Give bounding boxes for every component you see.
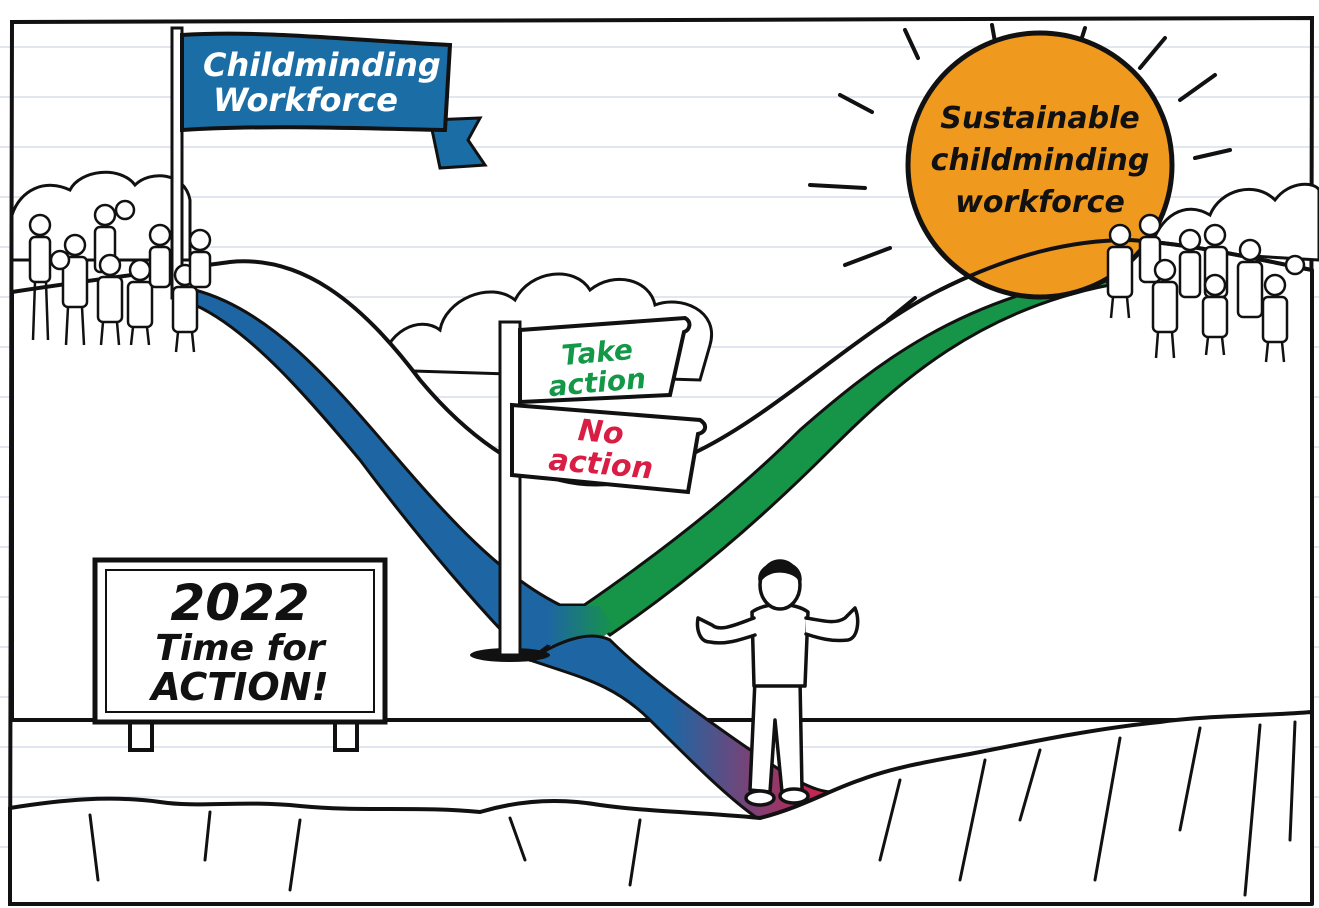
person-torso [750,602,810,688]
crowd-left [28,199,212,353]
flag: Childminding Workforce [170,26,488,300]
billboard-line3: ACTION! [148,665,329,709]
sun-label-line3: workforce [955,185,1125,220]
billboard-year: 2022 [170,574,309,632]
flag-label-line2: Workforce [213,81,398,119]
signpost-pole [498,320,522,657]
billboard-line2: Time for [155,628,327,669]
flag-label-line1: Childminding [203,46,441,84]
signpost: Take action No action [470,315,707,662]
cliff [8,710,1314,906]
person-shoe-right [778,787,810,805]
person-shoe-left [744,789,776,807]
take-action-line1: Take [560,333,634,372]
billboard-board [92,557,388,725]
sun-label-line1: Sustainable [940,101,1139,136]
billboard: 2022 Time for ACTION! [92,557,388,752]
shrugging-person [695,559,860,807]
person-arm-right [804,606,860,643]
sun-rays [808,23,1232,322]
take-action-sign [518,315,692,405]
sun-label-line2: childminding [931,143,1150,178]
no-action-line1: No [577,413,626,452]
no-action-sign [510,402,707,495]
sun [905,30,1175,300]
crowd-right [1106,213,1306,363]
person-arm-left [695,616,757,645]
billboard-inner-frame [105,569,375,713]
cliff-cracks [88,720,1297,897]
flag-banner [180,31,453,133]
person-hair [758,561,802,582]
